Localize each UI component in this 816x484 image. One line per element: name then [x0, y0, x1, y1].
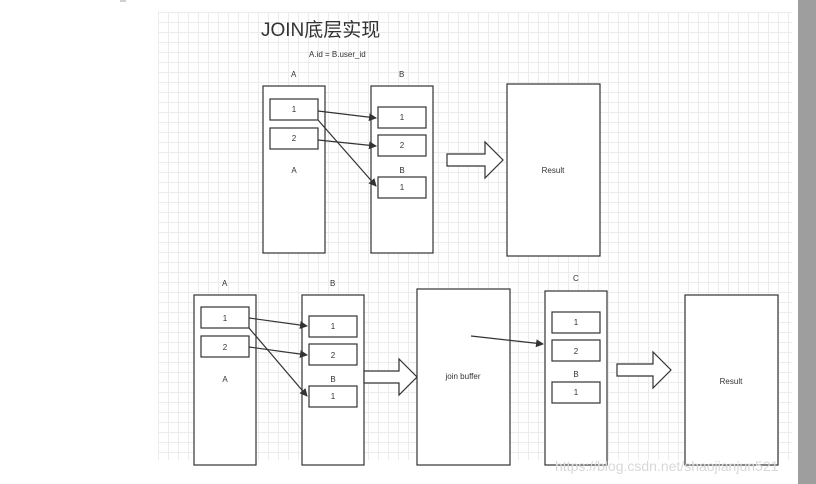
- bottom-b-row-1: [308, 315, 358, 338]
- top-b-row-1-label: 1: [400, 113, 405, 122]
- top-table-a-header: A: [291, 70, 297, 79]
- csdn-watermark: https://blog.csdn.net/shaojianjun521: [555, 458, 779, 474]
- top-b-row-3-label: 1: [400, 183, 405, 192]
- bottom-a-row-2-label: 2: [223, 343, 228, 352]
- buffer-to-c-arrow: [470, 335, 544, 348]
- bottom-result-box: [684, 294, 779, 466]
- bottom-block-arrow-1: [363, 357, 418, 397]
- corner-mark: [120, 0, 126, 2]
- bottom-b-row-3-label: 1: [331, 392, 336, 401]
- top-a-row-1: [269, 98, 319, 121]
- bottom-b-row-3: [308, 385, 358, 408]
- bottom-b-row-1-label: 1: [331, 322, 336, 331]
- bottom-table-b-header: B: [330, 279, 335, 288]
- top-a-inner-label: A: [291, 166, 297, 175]
- top-arrow-a2-b2: [317, 139, 377, 150]
- bottom-table-c-header: C: [573, 274, 579, 283]
- bottom-block-arrow-2: [616, 350, 672, 390]
- bottom-b-row-2: [308, 343, 358, 366]
- top-b-row-1: [377, 106, 427, 129]
- bottom-a-row-1: [200, 306, 250, 329]
- bottom-c-row-3-label: 1: [574, 388, 579, 397]
- top-a-row-2: [269, 127, 319, 150]
- top-a-row-2-label: 2: [292, 134, 297, 143]
- bottom-c-row-3: [551, 381, 601, 404]
- bottom-result-label: Result: [720, 377, 743, 386]
- bottom-c-row-1: [551, 311, 601, 334]
- top-b-row-2-label: 2: [400, 141, 405, 150]
- top-result-box: [506, 83, 601, 257]
- top-arrow-a1-b3: [317, 119, 377, 187]
- join-buffer-box: [416, 288, 511, 466]
- bottom-b-row-2-label: 2: [331, 351, 336, 360]
- vertical-scrollbar[interactable]: [798, 0, 816, 484]
- bottom-a-inner-label: A: [222, 375, 228, 384]
- top-a-row-1-label: 1: [292, 105, 297, 114]
- diagram-title: JOIN底层实现: [261, 19, 380, 41]
- bottom-b-inner-label: B: [330, 375, 335, 384]
- bottom-c-row-1-label: 1: [574, 318, 579, 327]
- join-buffer-label: join buffer: [445, 372, 481, 381]
- bottom-margin: [0, 460, 798, 484]
- top-arrow-a1-b1: [317, 110, 377, 122]
- bottom-arrow-a2-b2: [248, 346, 308, 359]
- top-block-arrow: [446, 140, 504, 180]
- join-condition: A.id = B.user_id: [309, 50, 366, 59]
- bottom-c-row-2-label: 2: [574, 347, 579, 356]
- bottom-a-row-2: [200, 335, 250, 358]
- bottom-a-row-1-label: 1: [223, 314, 228, 323]
- bottom-arrow-a1-b1: [248, 317, 308, 330]
- top-b-inner-label: B: [399, 166, 404, 175]
- bottom-c-inner-label: B: [573, 370, 578, 379]
- top-table-b-header: B: [399, 70, 404, 79]
- bottom-arrow-a1-b3: [248, 327, 308, 397]
- top-b-row-2: [377, 134, 427, 157]
- bottom-c-row-2: [551, 339, 601, 362]
- top-b-row-3: [377, 176, 427, 199]
- top-result-label: Result: [542, 166, 565, 175]
- bottom-table-a-header: A: [222, 279, 228, 288]
